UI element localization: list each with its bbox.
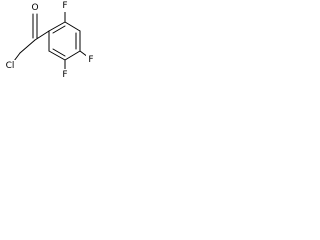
bond-carbonyl-ring: [34, 30, 50, 41]
ring-double-inner-c: [52, 48, 66, 57]
bond-carbonyl-methylene: [19, 39, 36, 54]
ring-double-inner-a: [52, 25, 66, 34]
ring-bond-4-5: [64, 50, 81, 61]
chemical-structure: O Cl F F F: [2, 1, 96, 80]
ring-bond-1-2: [48, 21, 66, 32]
chlorine-label: Cl: [6, 61, 15, 71]
fluorine-para-label: F: [88, 55, 93, 65]
oxygen-label: O: [31, 3, 38, 13]
ring-bond-2-3: [64, 21, 81, 32]
fluorine-ortho-label: F: [62, 1, 67, 11]
bond-methylene-chlorine: [13, 52, 21, 62]
fluorine-meta-label: F: [62, 70, 67, 80]
ring-bond-5-6: [48, 50, 66, 61]
